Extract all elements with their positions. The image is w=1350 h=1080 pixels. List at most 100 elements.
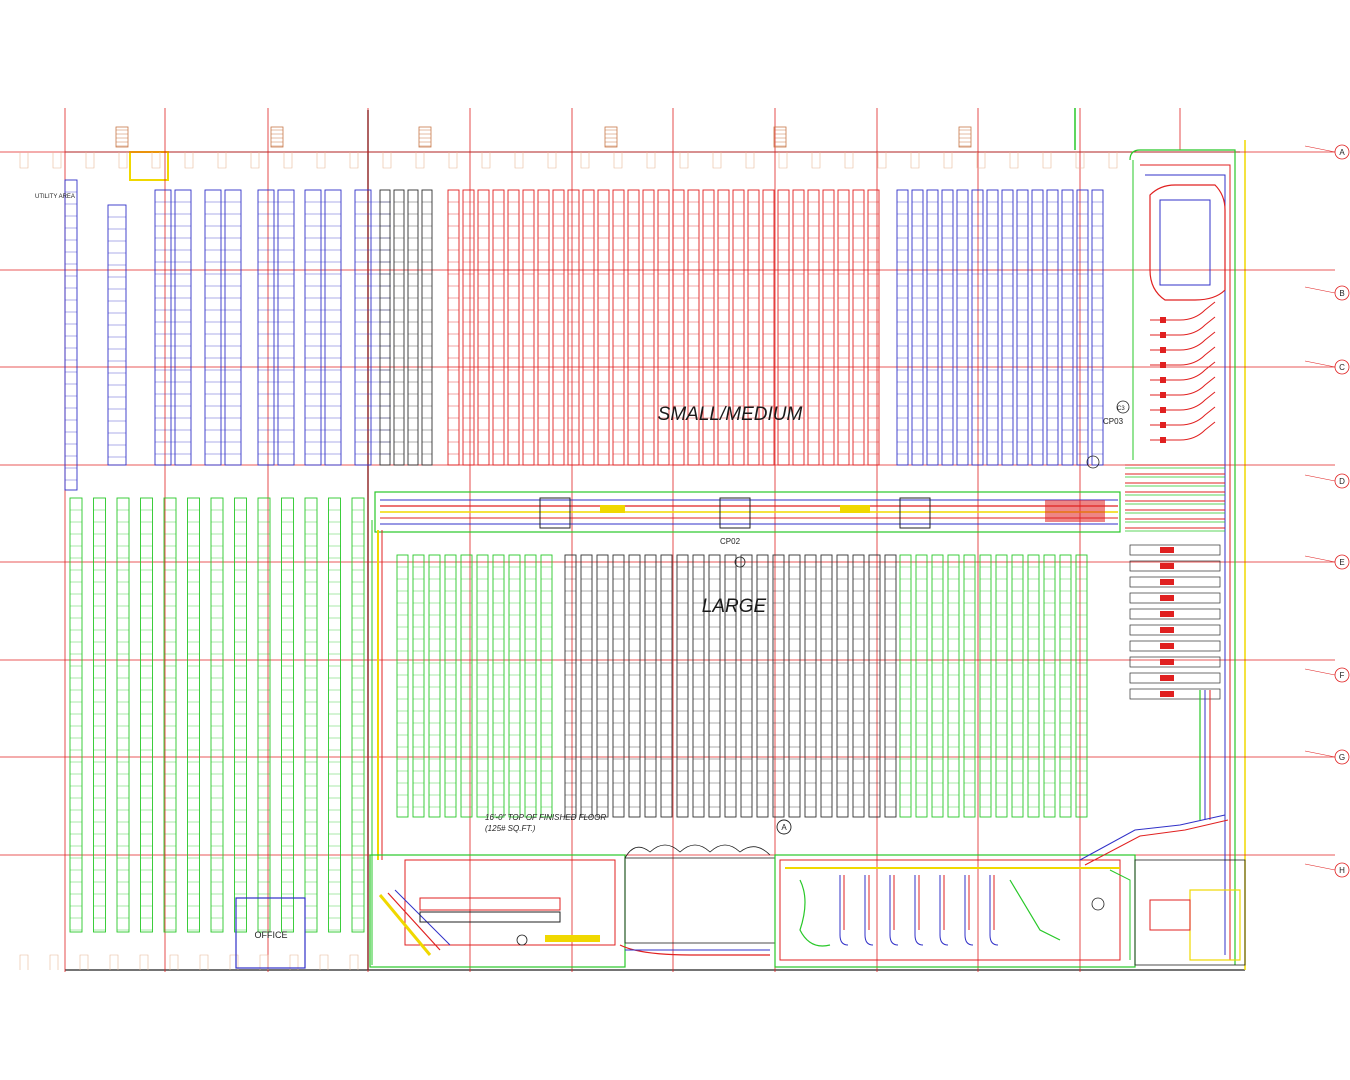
rack-column xyxy=(412,554,425,818)
rack-column xyxy=(507,189,520,466)
grid-bubble-leader xyxy=(1304,145,1336,153)
grid-bubble xyxy=(1334,359,1350,375)
rack-column xyxy=(724,554,737,818)
rack-column xyxy=(792,189,805,466)
grid-bubble-label: A xyxy=(1339,148,1345,157)
dock-door xyxy=(199,954,209,970)
shipping-area xyxy=(369,814,1246,968)
rack-column xyxy=(552,189,565,466)
rack-column xyxy=(304,189,342,466)
dock-stair xyxy=(773,126,787,148)
rack-column xyxy=(540,554,553,818)
dock-door xyxy=(169,954,179,970)
rack-column xyxy=(107,204,127,466)
rack-area-large-green-right xyxy=(899,554,1088,818)
rack-column xyxy=(657,189,670,466)
dock-door xyxy=(349,152,359,169)
sort-lane xyxy=(1129,576,1221,588)
building-outline xyxy=(65,110,1246,971)
sort-divert xyxy=(1160,579,1174,585)
marker-circle xyxy=(1091,897,1105,911)
column-grid xyxy=(0,108,1335,972)
grid-bubble xyxy=(1334,554,1350,570)
rack-column xyxy=(187,497,200,933)
rack-column xyxy=(986,189,999,466)
rack-column xyxy=(597,189,610,466)
office-room xyxy=(235,897,306,969)
sort-divert xyxy=(1160,659,1174,665)
checkpoint-a-label: A xyxy=(781,823,787,832)
grid-bubble-label: D xyxy=(1339,477,1345,486)
rack-column xyxy=(393,189,405,466)
induct-conveyor xyxy=(374,491,1121,533)
rack-column xyxy=(926,189,939,466)
rack-column xyxy=(204,189,242,466)
rack-column xyxy=(234,497,247,933)
rack-column xyxy=(396,554,409,818)
dock-door xyxy=(910,152,920,169)
rack-column xyxy=(1031,189,1044,466)
dock-door xyxy=(778,152,788,169)
grid-bubble-label: F xyxy=(1340,671,1345,680)
rack-column xyxy=(1001,189,1014,466)
sort-divert xyxy=(1160,547,1174,553)
rack-column xyxy=(1075,554,1088,818)
checkpoint-cp02: CP02 xyxy=(720,537,746,568)
rack-area-large-dark xyxy=(564,554,897,818)
rack-column xyxy=(444,554,457,818)
ship-lane xyxy=(914,875,924,946)
rack-column xyxy=(1076,189,1089,466)
sort-lane xyxy=(1150,406,1216,426)
rack-column xyxy=(756,554,769,818)
sort-divert xyxy=(1160,691,1174,697)
rack-column xyxy=(708,554,721,818)
dock-door xyxy=(679,152,689,169)
rack-column xyxy=(804,554,817,818)
rack-column xyxy=(995,554,1008,818)
dock-door xyxy=(349,954,359,970)
zone-label-small-medium: SMALL/MEDIUM xyxy=(658,404,803,425)
dock-door xyxy=(580,152,590,169)
rack-column xyxy=(304,497,318,933)
rack-column xyxy=(740,554,753,818)
rack-column xyxy=(379,189,391,466)
dock-door xyxy=(289,954,299,970)
sort-divert xyxy=(1160,595,1174,601)
rack-column xyxy=(807,189,820,466)
dock-door xyxy=(844,152,854,169)
rack-column xyxy=(884,554,897,818)
rack-area-large-green xyxy=(396,554,553,818)
sort-lane xyxy=(1150,376,1216,396)
dock-door xyxy=(109,954,119,970)
dock-door xyxy=(1075,152,1085,169)
rack-area-small-medium-red xyxy=(447,189,880,466)
sort-lane xyxy=(1150,361,1216,381)
checkpoint-a: A xyxy=(776,819,792,835)
dock-door xyxy=(259,954,269,970)
sort-divert xyxy=(1160,317,1166,323)
rack-column xyxy=(476,554,489,818)
grid-bubble xyxy=(1334,749,1350,765)
ship-lane xyxy=(889,875,899,946)
grid-bubble xyxy=(1334,144,1350,160)
sort-divert xyxy=(1160,627,1174,633)
sort-lane xyxy=(1129,608,1221,620)
sort-divert xyxy=(1160,332,1166,338)
rack-column xyxy=(477,189,490,466)
dock-door xyxy=(646,152,656,169)
rack-column xyxy=(522,189,535,466)
rack-column xyxy=(140,497,153,933)
dock-door xyxy=(745,152,755,169)
rack-column xyxy=(1016,189,1029,466)
dock-stairs xyxy=(19,126,1118,970)
dock-door xyxy=(1009,152,1019,169)
sort-divert xyxy=(1160,347,1166,353)
rack-column xyxy=(354,189,391,466)
sort-lane xyxy=(1150,421,1216,441)
rack-column xyxy=(163,497,177,933)
grid-bubble-leader xyxy=(1304,863,1336,871)
rack-column xyxy=(820,554,833,818)
sort-lane xyxy=(1129,592,1221,604)
dock-door xyxy=(316,152,326,169)
